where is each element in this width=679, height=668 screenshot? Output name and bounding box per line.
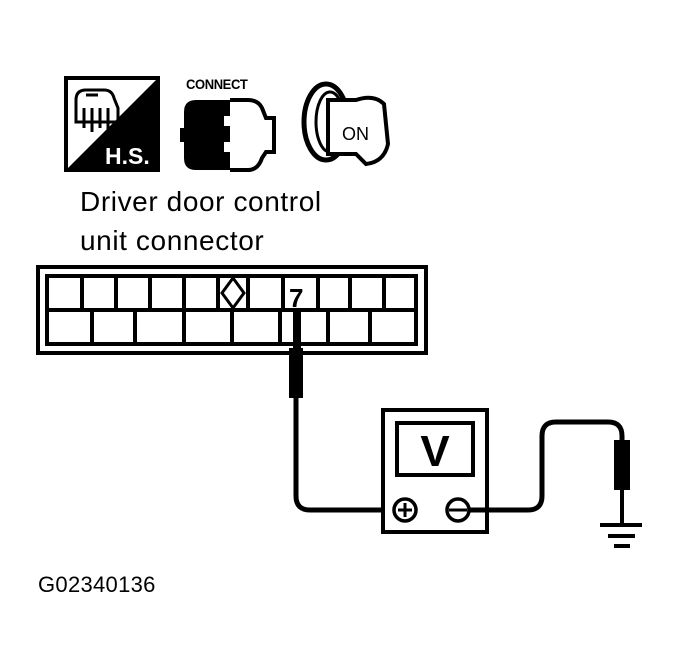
ground-icon: [600, 523, 642, 548]
positive-probe-lead: [289, 312, 394, 513]
connector-block: [36, 265, 428, 355]
connector-title-line1: Driver door control: [80, 186, 322, 217]
ignition-key-on-icon: ON: [301, 81, 391, 167]
connector-bottom-row: [90, 310, 372, 344]
connect-icon: [180, 98, 276, 172]
connector-title-line2: unit connector: [80, 225, 265, 256]
negative-probe-lead: [469, 419, 630, 525]
connector-top-row: [80, 276, 386, 310]
svg-text:V: V: [420, 427, 450, 476]
terminal-label: 7: [289, 283, 303, 313]
connector-key-icon: [220, 275, 246, 311]
voltmeter: V: [381, 408, 489, 534]
negative-terminal-icon: [445, 497, 471, 523]
connect-label: CONNECT: [186, 76, 248, 93]
figure-id: G02340136: [38, 572, 156, 597]
svg-text:H.S.: H.S.: [105, 143, 150, 169]
svg-text:ON: ON: [342, 124, 369, 144]
harness-sensor-icon: H.S.: [64, 76, 160, 172]
meter-display: [395, 421, 475, 477]
positive-terminal-icon: [392, 497, 418, 523]
